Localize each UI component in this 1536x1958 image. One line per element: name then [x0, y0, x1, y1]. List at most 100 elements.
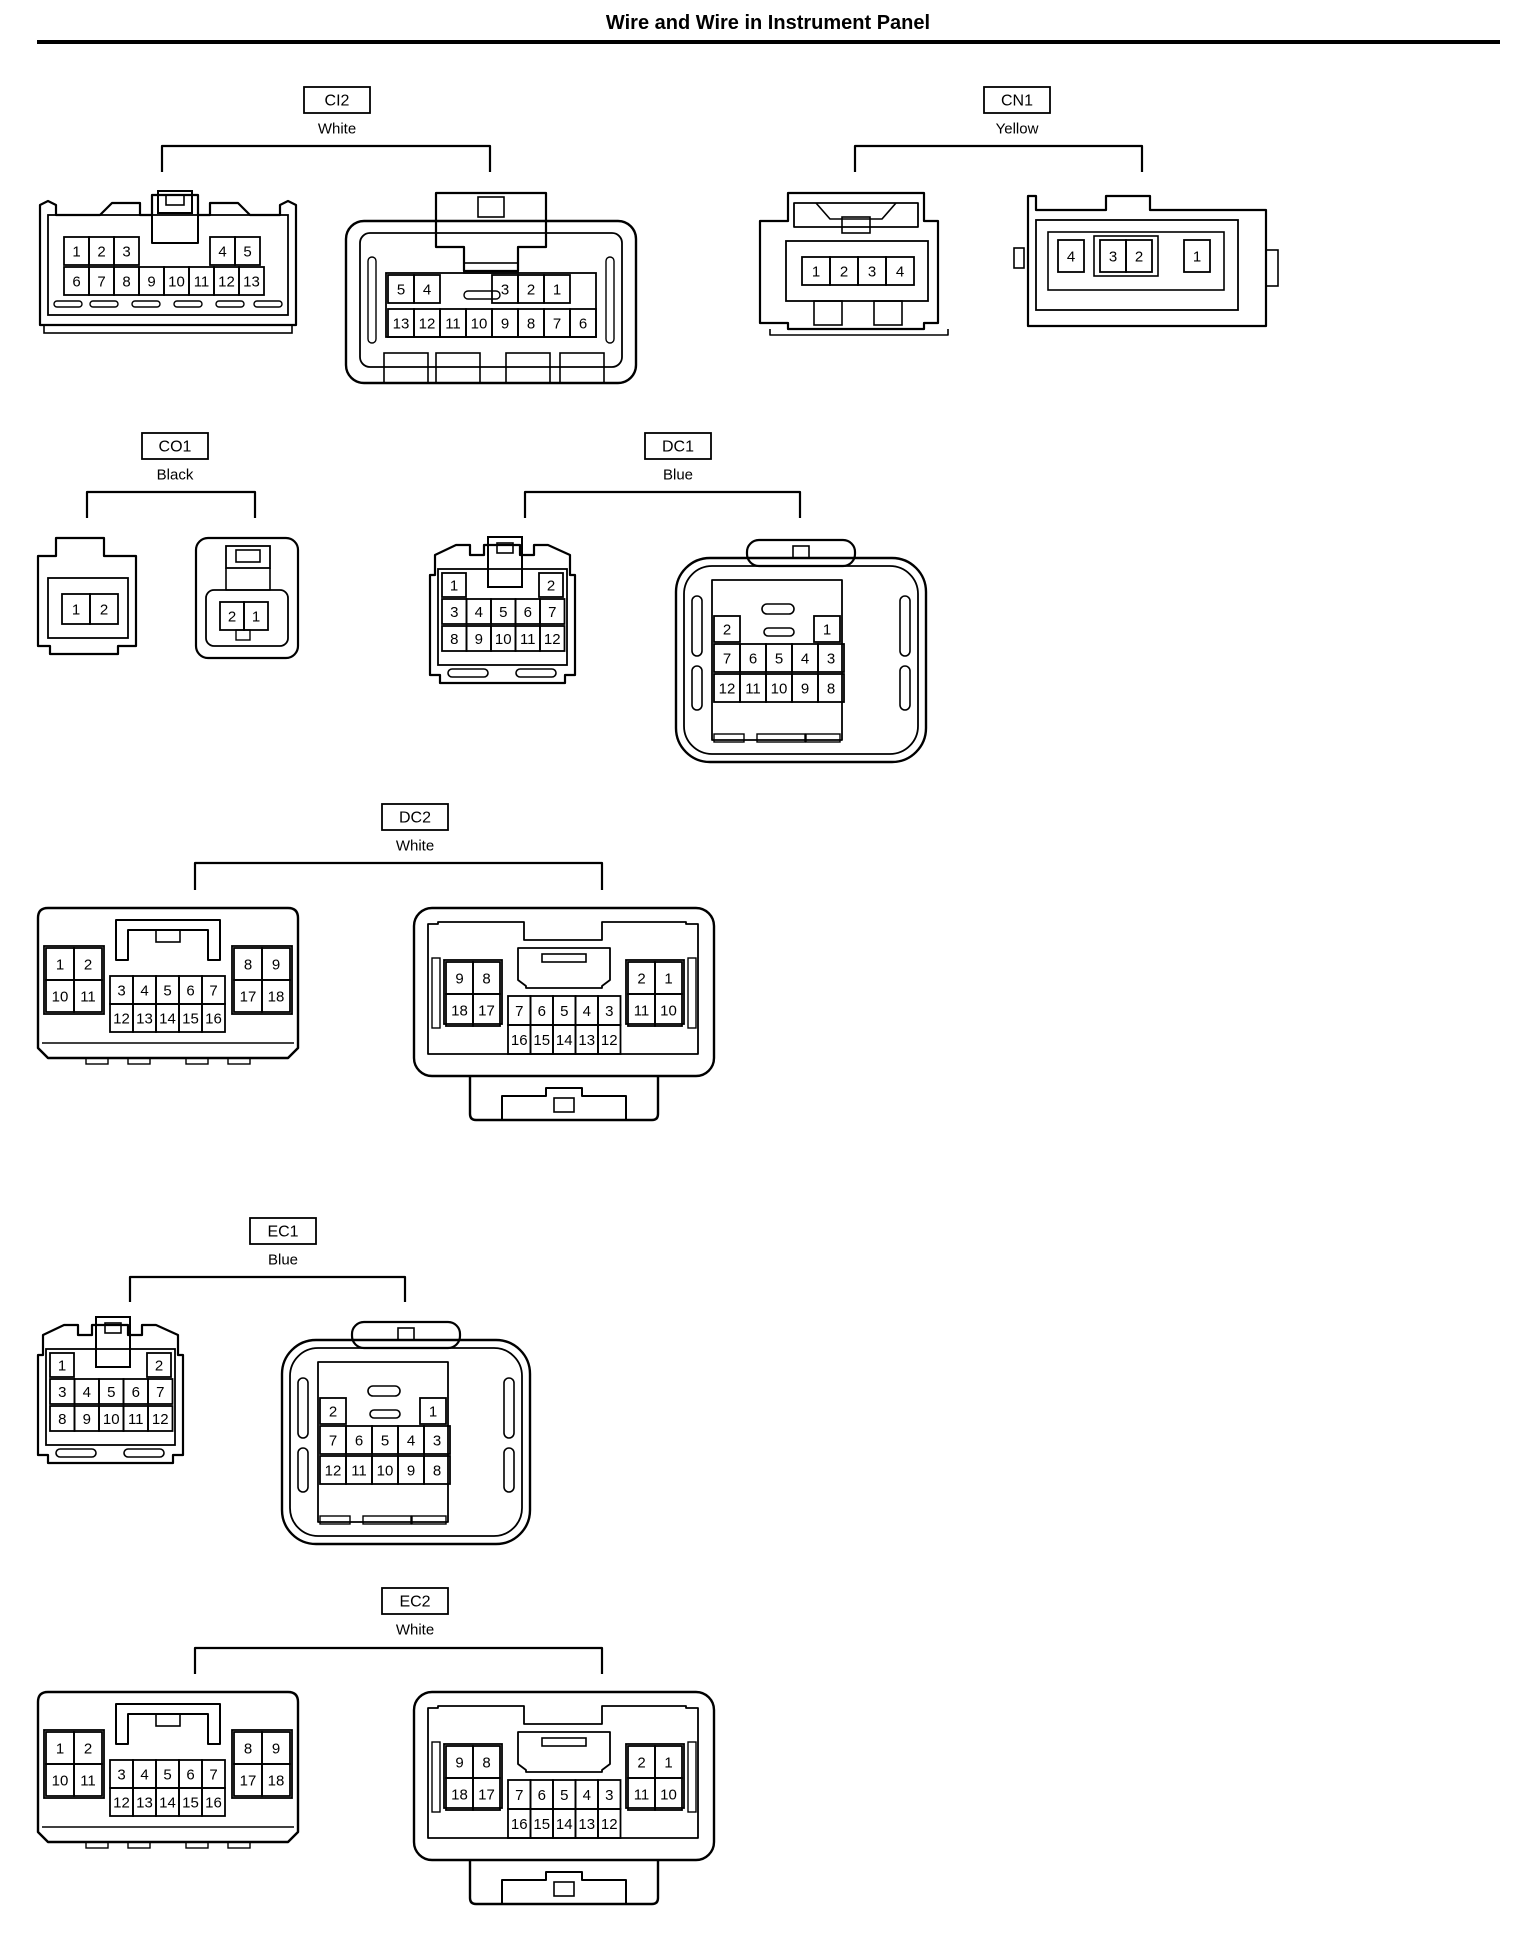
pin-number: 12	[113, 1011, 130, 1028]
pin-cell	[538, 572, 564, 598]
pin-number: 3	[58, 1384, 66, 1401]
guide-rib	[899, 665, 911, 711]
connector-id: EC1	[267, 1224, 298, 1241]
pin-cell	[423, 1425, 451, 1455]
pin-number: 8	[527, 316, 535, 333]
pin-number: 13	[578, 1816, 595, 1833]
pin-number: 5	[107, 1384, 115, 1401]
pin-number: 1	[1193, 249, 1201, 266]
pin-number: 2	[637, 971, 645, 988]
pin-number: 9	[455, 971, 463, 988]
latch	[165, 194, 185, 206]
pin-cell	[817, 673, 845, 703]
connector-id-box	[381, 1587, 449, 1615]
pin-cell	[234, 236, 261, 266]
pin-number: 2	[527, 282, 535, 299]
guide-rib	[367, 256, 377, 344]
key	[763, 627, 795, 637]
pin-cell	[539, 598, 566, 625]
pin-cell	[147, 1378, 174, 1405]
pin-number: 4	[140, 1767, 148, 1784]
pin-cell	[539, 625, 566, 652]
pin-number: 2	[155, 1358, 163, 1375]
pin-cell	[243, 601, 269, 631]
rib	[805, 733, 841, 743]
pin-number: 3	[1109, 249, 1117, 266]
pin-number: 8	[58, 1411, 66, 1428]
pin-number: 10	[471, 316, 488, 333]
pin-number: 1	[252, 609, 260, 626]
pin-number: 4	[83, 1384, 91, 1401]
pin-number: 9	[501, 316, 509, 333]
pairing-bracket	[193, 1646, 604, 1674]
rib	[713, 733, 745, 743]
pin-number: 1	[450, 578, 458, 595]
pin-cell	[597, 1808, 622, 1839]
latch	[155, 1713, 181, 1727]
latch	[477, 196, 505, 218]
pin-number: 14	[556, 1032, 573, 1049]
pin-cell	[654, 1777, 683, 1811]
housing-outline	[758, 191, 940, 331]
pin-number: 16	[205, 1011, 222, 1028]
rib	[435, 352, 481, 384]
guide-rib	[297, 1377, 309, 1439]
rib	[227, 1057, 251, 1065]
rib	[89, 300, 119, 308]
pin-number: 18	[451, 1003, 468, 1020]
pin-number: 4	[1067, 249, 1075, 266]
pin-cell	[813, 615, 841, 643]
latch	[225, 545, 271, 569]
housing-outline	[36, 1323, 185, 1465]
pin-number: 14	[159, 1011, 176, 1028]
pin-number: 2	[637, 1755, 645, 1772]
pin-number: 8	[244, 957, 252, 974]
guide-rib	[431, 1741, 441, 1813]
pin-cell	[569, 308, 597, 338]
pin-number: 10	[168, 274, 185, 291]
pin-number: 12	[152, 1411, 169, 1428]
pairing-bracket	[853, 144, 1144, 172]
pin-number: 10	[103, 1411, 120, 1428]
pin-cavity	[47, 214, 289, 316]
key	[517, 947, 611, 989]
pin-number: 1	[812, 264, 820, 281]
pin-cavity	[47, 577, 129, 639]
pin-cell	[261, 1763, 291, 1797]
housing-outline	[194, 536, 300, 660]
pin-number: 2	[329, 1404, 337, 1421]
pairing-bracket	[85, 490, 257, 518]
latch	[155, 929, 181, 943]
rib	[53, 300, 83, 308]
pin-number: 12	[601, 1032, 618, 1049]
rib	[123, 1448, 165, 1458]
pin-number: 2	[100, 602, 108, 619]
rib	[131, 300, 161, 308]
connector-id: DC2	[399, 810, 431, 827]
pin-number: 1	[664, 1755, 672, 1772]
pin-cavity	[231, 1729, 293, 1799]
pin-cell	[472, 1777, 501, 1811]
pin-number: 13	[393, 316, 410, 333]
pin-cell	[817, 643, 845, 673]
pin-cell	[597, 1024, 622, 1055]
pin-number: 16	[511, 1032, 528, 1049]
pin-number: 9	[455, 1755, 463, 1772]
pairing-bracket	[128, 1275, 407, 1302]
housing-outline	[359, 232, 623, 368]
pin-number: 7	[515, 1003, 523, 1020]
pin-number: 8	[827, 681, 835, 698]
pin-number: 10	[52, 989, 69, 1006]
pin-number: 5	[560, 1003, 568, 1020]
rib	[362, 1515, 412, 1525]
connector-id: CI2	[325, 93, 350, 110]
connector-color: Blue	[663, 467, 693, 484]
guide-rib	[431, 957, 441, 1029]
pin-number: 12	[218, 274, 235, 291]
